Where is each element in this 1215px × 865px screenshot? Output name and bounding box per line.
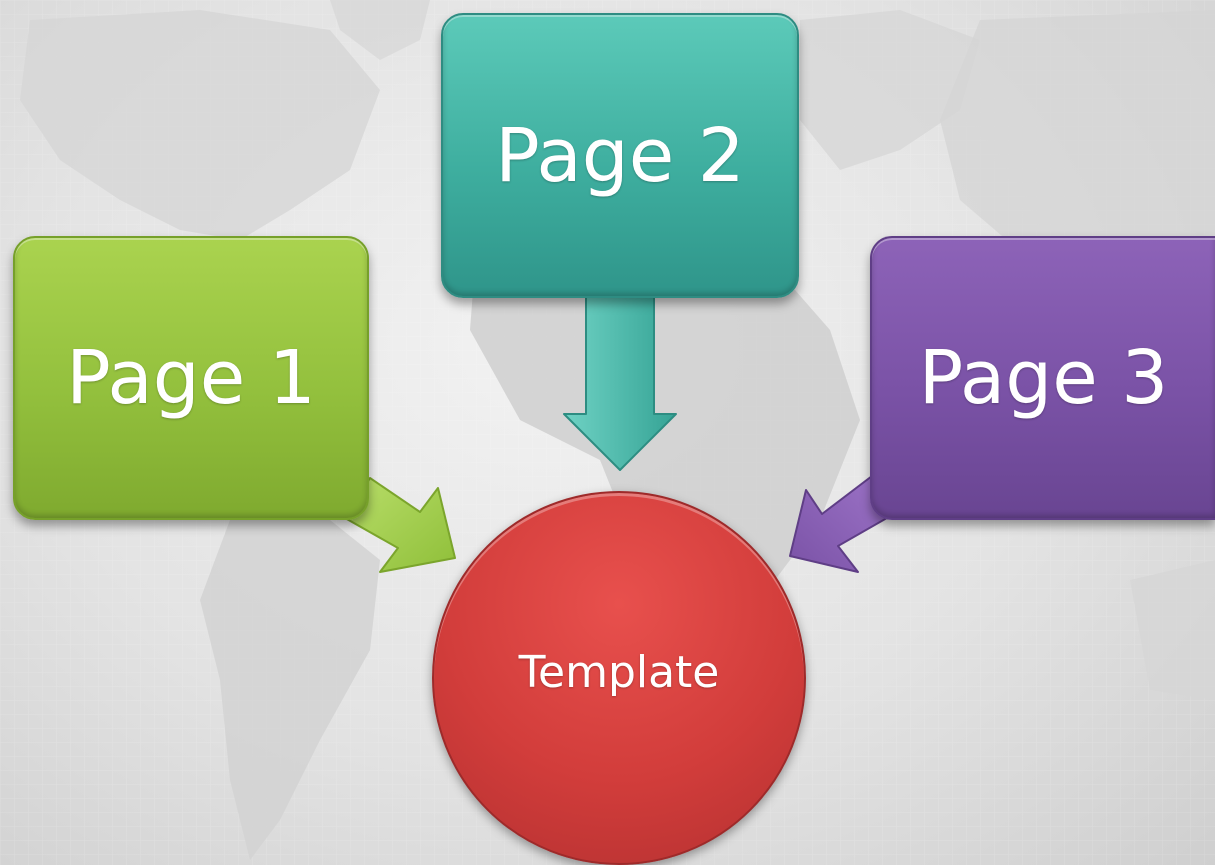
node-template: Template <box>432 491 806 865</box>
continent-greenland <box>330 0 430 60</box>
arrow-page2-to-template <box>563 295 677 471</box>
arrow-page3-to-template <box>789 475 895 573</box>
node-page-1-label: Page 1 <box>66 335 316 421</box>
continent-europe <box>800 10 980 170</box>
node-template-label: Template <box>518 647 720 698</box>
node-page-2-label: Page 2 <box>495 112 745 199</box>
continent-south-america <box>200 520 380 860</box>
arrow-page1-to-template <box>344 477 456 573</box>
continent-asia <box>940 10 1215 300</box>
node-page-3: Page 3 <box>870 236 1215 520</box>
continent-north-america <box>20 10 380 240</box>
continent-australia <box>1130 560 1215 700</box>
node-page-1: Page 1 <box>13 236 369 520</box>
node-page-3-label: Page 3 <box>918 335 1169 421</box>
node-page-2: Page 2 <box>441 13 799 298</box>
